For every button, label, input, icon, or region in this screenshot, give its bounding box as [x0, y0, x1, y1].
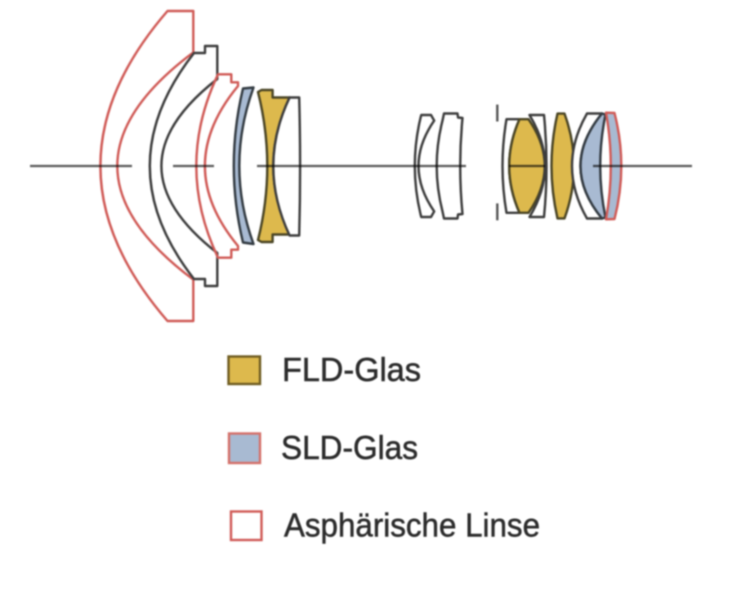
svg-text:SLD-Glas: SLD-Glas	[281, 429, 418, 466]
svg-text:Asphärische Linse: Asphärische Linse	[284, 507, 540, 544]
svg-text:FLD-Glas: FLD-Glas	[282, 351, 421, 388]
